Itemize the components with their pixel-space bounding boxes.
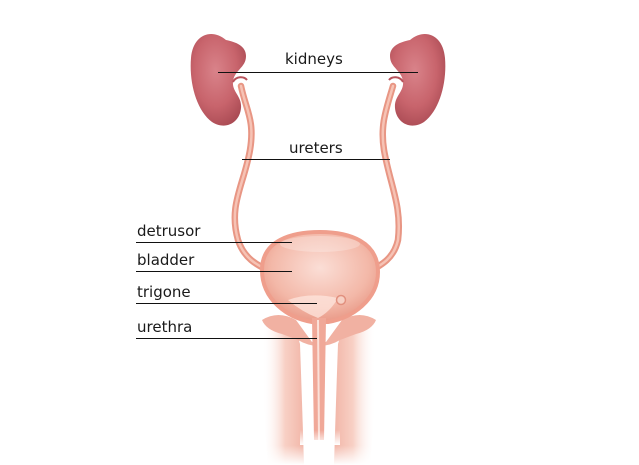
detrusor-label: detrusor [137,222,201,240]
trigone-label: trigone [137,283,191,301]
trigone-region [288,294,347,318]
trigone-leader-line [136,303,317,304]
kidney-right [388,34,446,126]
ureter-left [231,82,276,276]
bladder-leader-line [136,271,292,272]
kidneys-leader-line [218,72,418,73]
ureters-label: ureters [289,139,343,157]
ureters-leader-line [242,159,390,160]
urethra-label: urethra [137,318,193,336]
ureter-right [364,82,402,276]
detrusor-leader-line [136,242,292,243]
urethra-tube [300,318,340,445]
urethra-leader-line [136,338,317,339]
kidney-left [190,34,248,126]
bladder-label: bladder [137,251,195,269]
kidneys-label: kidneys [285,50,343,68]
